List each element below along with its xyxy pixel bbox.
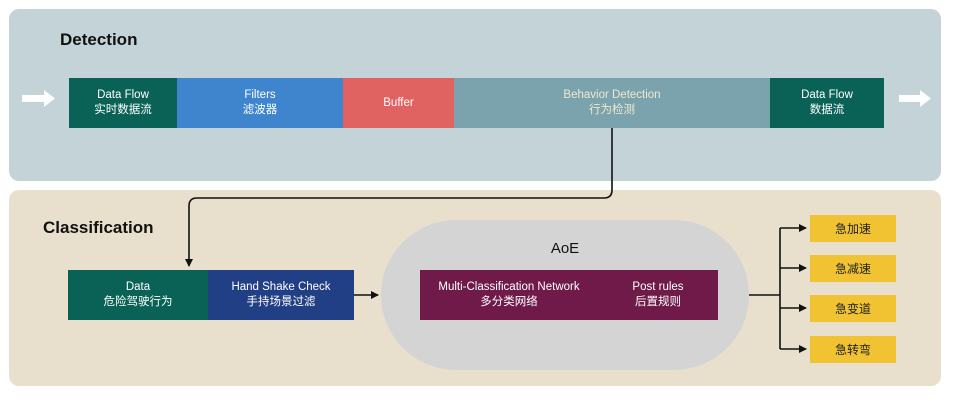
post-rules-box: Post rules 后置规则 xyxy=(598,270,718,320)
output-tag-sudden-braking: 急减速 xyxy=(810,255,896,282)
realtime-data-flow-label-zh: 实时数据流 xyxy=(94,104,152,116)
network-label-zh: 多分类网络 xyxy=(480,296,538,308)
output-data-flow-label-en: Data Flow xyxy=(801,89,853,101)
handshake-label-zh: 手持场景过滤 xyxy=(246,296,316,308)
output-tag-sudden-lane-change: 急变道 xyxy=(810,295,896,322)
output-tag-sudden-acceleration: 急加速 xyxy=(810,215,896,242)
buffer-label: Buffer xyxy=(383,96,414,109)
classification-title: Classification xyxy=(43,218,154,237)
aoe-to-outputs-connector xyxy=(749,228,781,349)
detection-title: Detection xyxy=(60,30,138,49)
realtime-data-flow-label-en: Data Flow xyxy=(97,89,149,101)
behavior-detection-label-zh: 行为检测 xyxy=(589,104,635,116)
filters-label-zh: 滤波器 xyxy=(242,104,278,116)
post-rules-label-zh: 后置规则 xyxy=(635,296,681,308)
buffer-box: Buffer xyxy=(343,78,454,128)
output-data-flow-label-zh: 数据流 xyxy=(809,104,845,116)
realtime-data-flow-box: Data Flow 实时数据流 xyxy=(69,78,177,128)
multi-classification-network-box: Multi-Classification Network 多分类网络 xyxy=(420,270,598,320)
network-label-en: Multi-Classification Network xyxy=(438,281,580,293)
data-label-en: Data xyxy=(125,281,151,293)
behavior-detection-box: Behavior Detection 行为检测 xyxy=(454,78,770,128)
handshake-label-en: Hand Shake Check xyxy=(231,281,331,293)
handshake-check-box: Hand Shake Check 手持场景过滤 xyxy=(208,270,354,320)
aoe-title: AoE xyxy=(550,240,580,257)
filters-box: Filters 滤波器 xyxy=(177,78,343,128)
behavior-detection-label-en: Behavior Detection xyxy=(563,89,661,101)
output-tag-sudden-turn: 急转弯 xyxy=(810,336,896,363)
data-box: Data 危险驾驶行为 xyxy=(68,270,208,320)
output-data-flow-box: Data Flow 数据流 xyxy=(770,78,884,128)
input-arrow-icon xyxy=(22,90,55,107)
post-rules-label-en: Post rules xyxy=(632,281,684,293)
output-arrow-icon xyxy=(899,90,931,107)
filters-label-en: Filters xyxy=(244,89,276,101)
detection-to-classification-connector xyxy=(185,128,613,267)
data-label-zh: 危险驾驶行为 xyxy=(103,296,173,308)
